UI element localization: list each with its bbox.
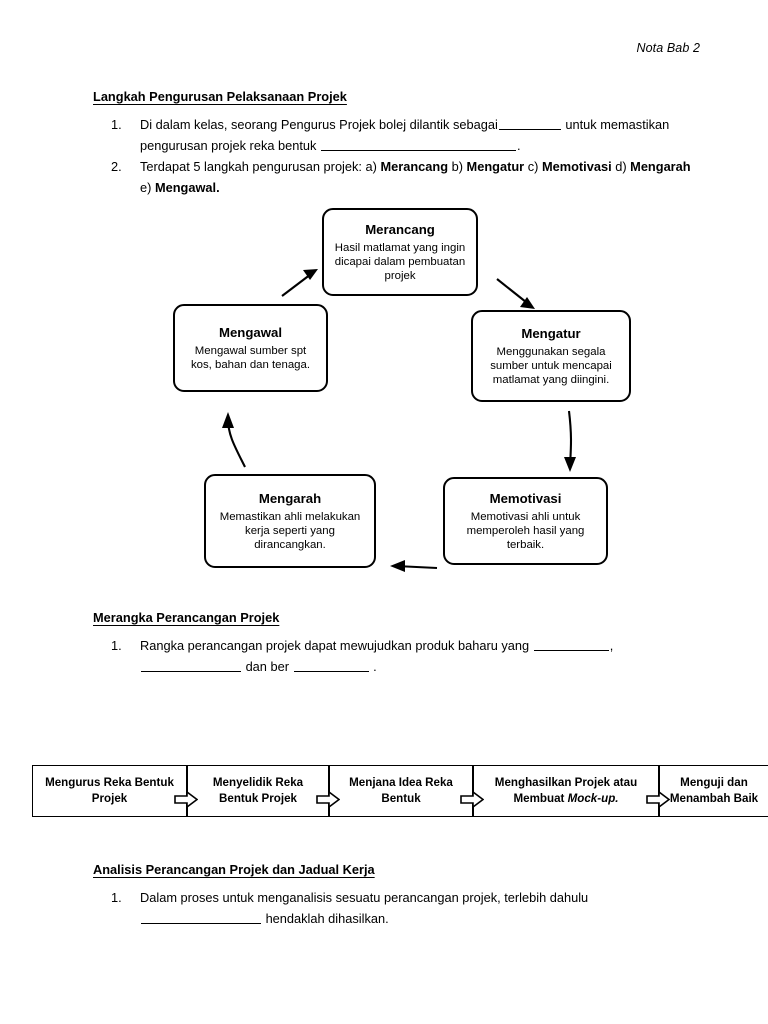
cycle-node-title: Mengawal — [218, 324, 283, 340]
term-mengarah: Mengarah — [630, 159, 691, 175]
section-heading-merangka: Merangka Perancangan Projek — [93, 610, 280, 625]
list-item: 1. Dalam proses untuk menganalisis sesua… — [108, 888, 678, 929]
section-heading-langkah: Langkah Pengurusan Pelaksanaan Projek — [93, 89, 347, 104]
process-step-5: Menguji dan Menambah Baik — [660, 766, 768, 816]
section-heading-analisis: Analisis Perancangan Projek dan Jadual K… — [93, 862, 375, 877]
process-step-2: Menyelidik Reka Bentuk Projek — [188, 766, 340, 816]
cycle-node-memotivasi: Memotivasi Memotivasi ahli untuk mempero… — [443, 477, 608, 565]
list-langkah: 1. Di dalam kelas, seorang Pengurus Proj… — [108, 115, 698, 199]
process-step-label: Menghasilkan Projek atau Membuat Mock-up… — [480, 775, 652, 806]
cycle-node-mengarah: Mengarah Memastikan ahli melakukan kerja… — [204, 474, 376, 568]
block-arrow-right-icon — [174, 791, 198, 808]
process-step-label: Menguji dan Menambah Baik — [669, 776, 759, 805]
list-item-mid2: dan ber — [245, 658, 289, 674]
cycle-node-title: Mengatur — [521, 325, 581, 341]
fill-in-blank — [293, 659, 369, 672]
fill-in-blank — [141, 659, 241, 672]
list-item: 2. Terdapat 5 langkah pengurusan projek:… — [108, 157, 698, 198]
arrow-mengawal-to-merancang — [281, 269, 318, 297]
list-item-number: 2. — [111, 159, 122, 175]
list-item-mid: untuk memastikan pengurusan projek reka … — [140, 117, 670, 153]
running-header: Nota Bab 2 — [636, 41, 700, 55]
label-d: d) — [615, 159, 627, 175]
arrow-mengatur-to-memotivasi — [564, 410, 576, 472]
label-b: b) — [451, 159, 463, 175]
list-item-number: 1. — [111, 117, 122, 132]
list-item: 1. Di dalam kelas, seorang Pengurus Proj… — [108, 115, 698, 156]
list-item-number: 1. — [111, 638, 122, 653]
list-merangka: 1. Rangka perancangan projek dapat mewuj… — [108, 636, 668, 677]
list-item-lead: Di dalam kelas, seorang Pengurus Projek … — [140, 117, 498, 132]
list-item-text: Rangka perancangan projek dapat mewujudk… — [140, 636, 668, 677]
fill-in-blank — [498, 117, 561, 130]
list-item: 1. Rangka perancangan projek dapat mewuj… — [108, 636, 668, 677]
fill-in-blank — [533, 638, 609, 651]
label-e: e) — [140, 180, 152, 196]
list-item-text: Terdapat 5 langkah pengurusan projek: a)… — [140, 157, 698, 198]
term-merancang: Merancang — [380, 159, 449, 175]
list-item-text: Dalam proses untuk menganalisis sesuatu … — [140, 888, 678, 929]
term-mengatur: Mengatur — [466, 159, 525, 175]
cycle-node-mengatur: Mengatur Menggunakan segala sumber untuk… — [471, 310, 631, 402]
cycle-node-title: Memotivasi — [489, 490, 562, 506]
process-step-label-text: Menghasilkan Projek atau Membuat — [494, 776, 638, 805]
cycle-node-merancang: Merancang Hasil matlamat yang ingin dica… — [322, 208, 478, 296]
process-step-label: Menyelidik Reka Bentuk Projek — [212, 776, 304, 805]
cycle-node-desc: Hasil matlamat yang ingin dicapai dalam … — [334, 241, 466, 283]
block-arrow-right-icon — [460, 791, 484, 808]
list-item-text: Di dalam kelas, seorang Pengurus Projek … — [140, 115, 698, 156]
fill-in-blank — [141, 911, 261, 924]
label-c: c) — [527, 159, 539, 175]
cycle-node-desc: Memastikan ahli melakukan kerja seperti … — [219, 510, 361, 552]
list-item-end: . — [517, 137, 521, 153]
list-analisis: 1. Dalam proses untuk menganalisis sesua… — [108, 888, 678, 929]
cycle-node-title: Mengarah — [258, 490, 322, 506]
cycle-node-title: Merancang — [365, 221, 435, 237]
linear-process-strip: Mengurus Reka Bentuk Projek Menyelidik R… — [32, 765, 768, 817]
process-step-label-italic: Mock-up. — [567, 792, 619, 805]
arrow-mengarah-to-mengawal — [222, 412, 246, 468]
cycle-node-mengawal: Mengawal Mengawal sumber spt kos, bahan … — [173, 304, 328, 392]
term-mengawal: Mengawal. — [154, 180, 220, 196]
list-item-end: hendaklah dihasilkan. — [265, 910, 389, 926]
cycle-node-desc: Menggunakan segala sumber untuk mencapai… — [490, 345, 612, 387]
block-arrow-right-icon — [316, 791, 340, 808]
process-step-4: Menghasilkan Projek atau Membuat Mock-up… — [474, 766, 670, 816]
list-item-comma: , — [609, 638, 614, 653]
list-item-end: . — [373, 658, 377, 674]
process-step-1: Mengurus Reka Bentuk Projek — [33, 766, 198, 816]
cycle-node-desc: Mengawal sumber spt kos, bahan dan tenag… — [190, 344, 311, 372]
arrow-merancang-to-mengatur — [496, 278, 535, 309]
list-item-number: 1. — [111, 890, 122, 905]
block-arrow-right-icon — [646, 791, 670, 808]
cycle-node-desc: Memotivasi ahli untuk memperoleh hasil y… — [466, 510, 585, 552]
process-step-3: Menjana Idea Reka Bentuk — [330, 766, 484, 816]
fill-in-blank — [321, 138, 516, 151]
process-step-label: Mengurus Reka Bentuk Projek — [45, 776, 174, 805]
process-step-label: Menjana Idea Reka Bentuk — [349, 776, 453, 805]
arrow-memotivasi-to-mengarah — [390, 560, 438, 572]
list-item-lead: Rangka perancangan projek dapat mewujudk… — [140, 638, 530, 653]
list-item-lead: Terdapat 5 langkah pengurusan projek: a) — [140, 159, 377, 175]
list-item-lead: Dalam proses untuk menganalisis sesuatu … — [140, 890, 589, 905]
term-memotivasi: Memotivasi — [541, 159, 612, 175]
